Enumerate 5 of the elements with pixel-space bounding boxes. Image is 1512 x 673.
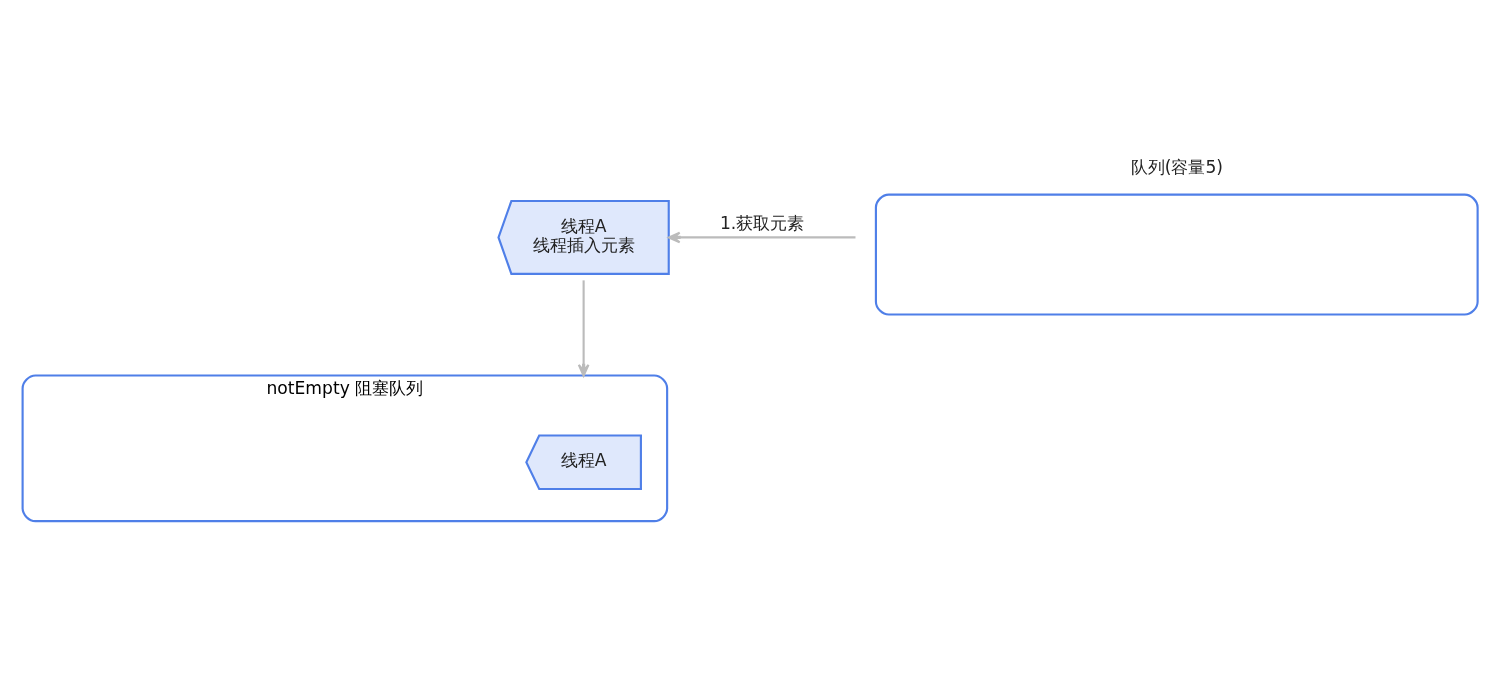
node-box — [874, 193, 1479, 316]
arrow — [577, 279, 590, 377]
edge-label: 1.获取元素 — [719, 212, 805, 233]
node-label: 队列(容量5) — [1130, 156, 1223, 177]
arrow — [667, 231, 856, 243]
